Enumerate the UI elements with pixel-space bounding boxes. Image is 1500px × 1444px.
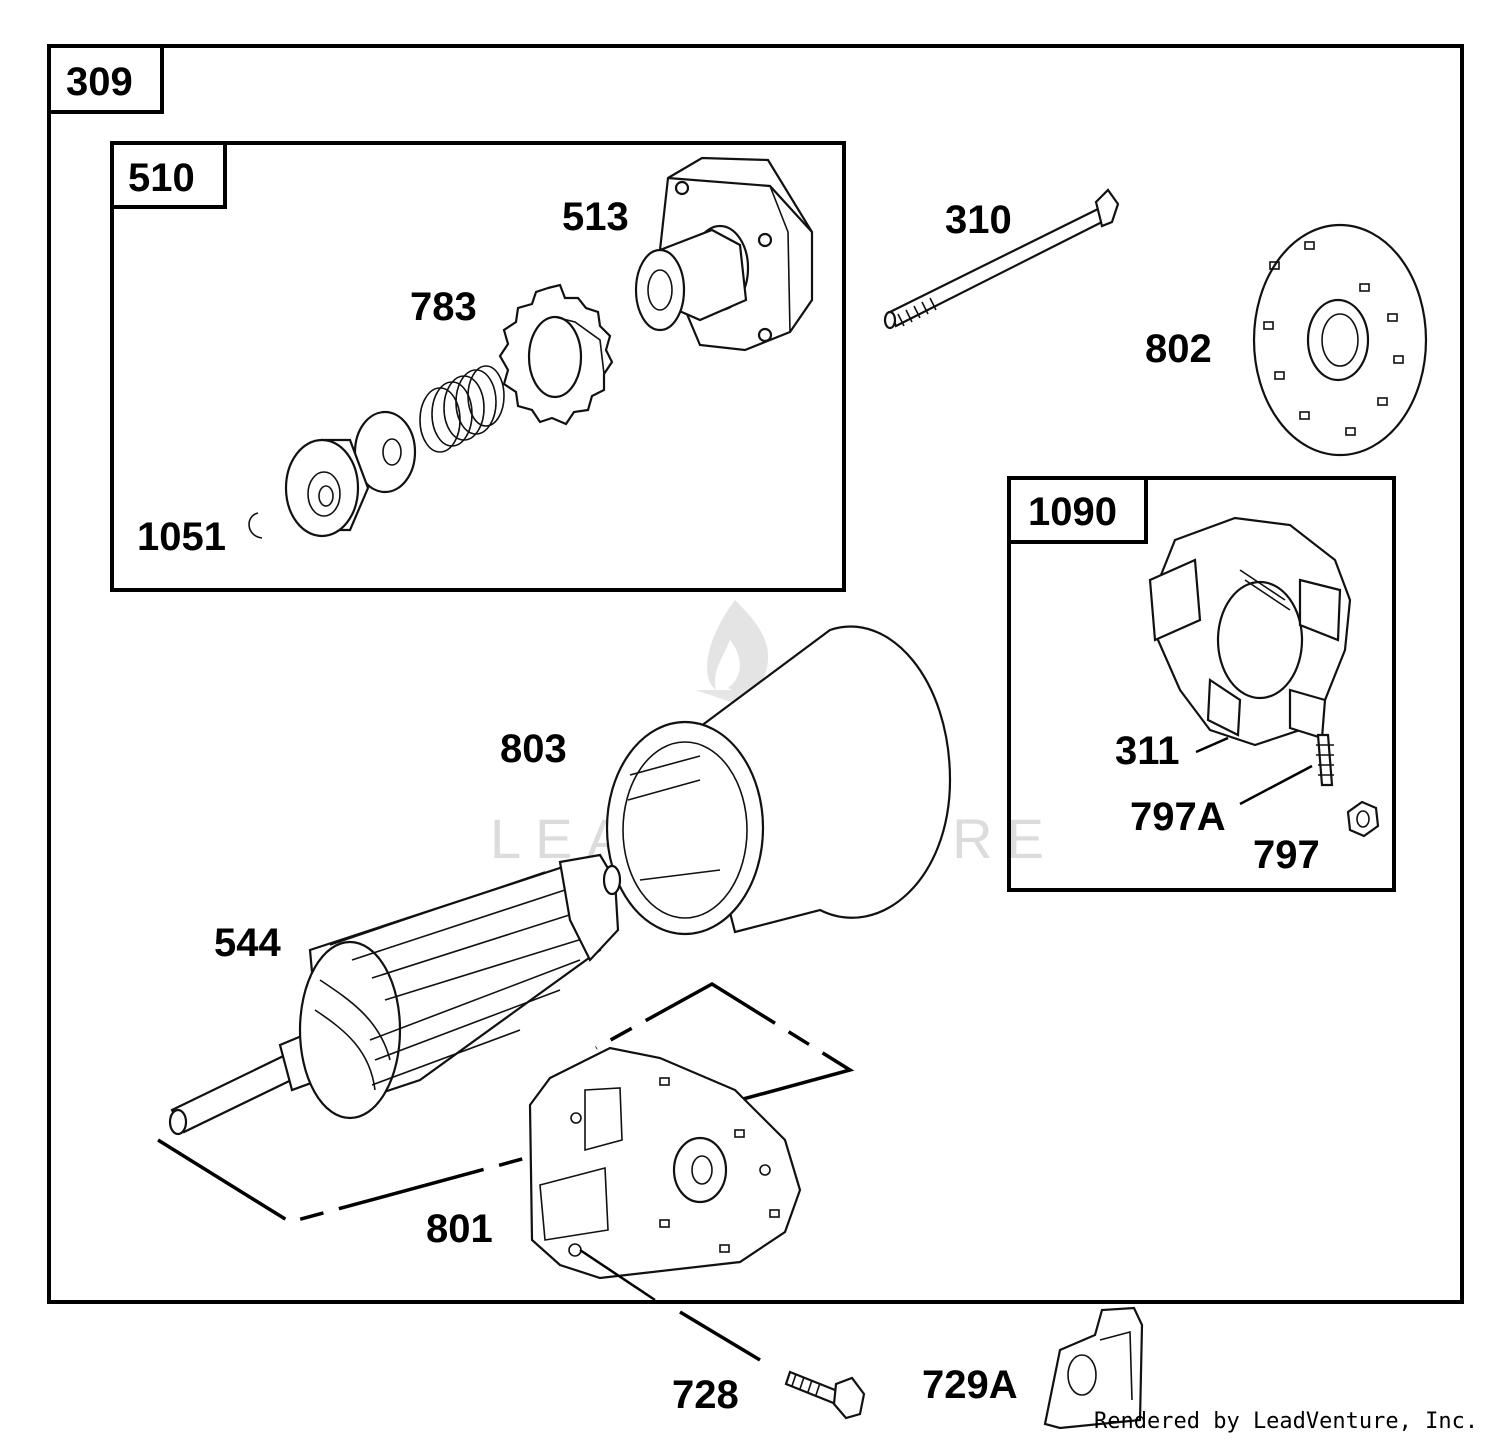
label-783: 783	[410, 285, 477, 329]
label-797a: 797A	[1130, 795, 1226, 839]
label-728: 728	[672, 1373, 739, 1417]
part-544-armature	[168, 853, 622, 1136]
group-box-510	[110, 141, 846, 592]
group-box-1090	[1007, 476, 1396, 892]
part-783-gear	[498, 283, 614, 426]
label-1051: 1051	[137, 515, 226, 559]
part-803-frame	[605, 625, 952, 936]
part-802-end-plate	[1252, 223, 1428, 457]
leader-lines	[579, 736, 1313, 1362]
part-310-bolt	[883, 188, 1120, 330]
group-box-309	[47, 44, 1464, 1304]
label-544: 544	[214, 921, 281, 965]
group-tag-309	[47, 44, 164, 114]
watermark-flame-icon	[707, 600, 769, 692]
label-797: 797	[1253, 833, 1320, 877]
render-credit: Rendered by LeadVenture, Inc.	[1094, 1409, 1478, 1434]
label-801: 801	[426, 1207, 493, 1251]
label-803: 803	[500, 727, 567, 771]
part-retainer-cap	[284, 438, 370, 538]
label-311: 311	[1115, 729, 1180, 773]
part-728-screw	[784, 1370, 866, 1420]
assembly-axis	[157, 981, 855, 1224]
group-tag-510	[110, 141, 227, 209]
part-801-end-plate	[528, 1046, 802, 1280]
group-label-510: 510	[128, 156, 195, 200]
label-729a: 729A	[922, 1363, 1018, 1407]
part-513-housing	[634, 156, 814, 352]
part-1051-clip	[248, 512, 263, 539]
group-tag-1090	[1007, 476, 1148, 544]
part-311-brush-holder	[1148, 516, 1352, 787]
group-label-1090: 1090	[1028, 490, 1117, 534]
label-310: 310	[945, 198, 1012, 242]
group-label-309: 309	[66, 60, 133, 104]
part-spring	[419, 365, 505, 453]
label-802: 802	[1145, 327, 1212, 371]
label-513: 513	[562, 195, 629, 239]
part-797-nut	[1346, 800, 1380, 838]
part-729a-bracket	[1043, 1306, 1144, 1430]
